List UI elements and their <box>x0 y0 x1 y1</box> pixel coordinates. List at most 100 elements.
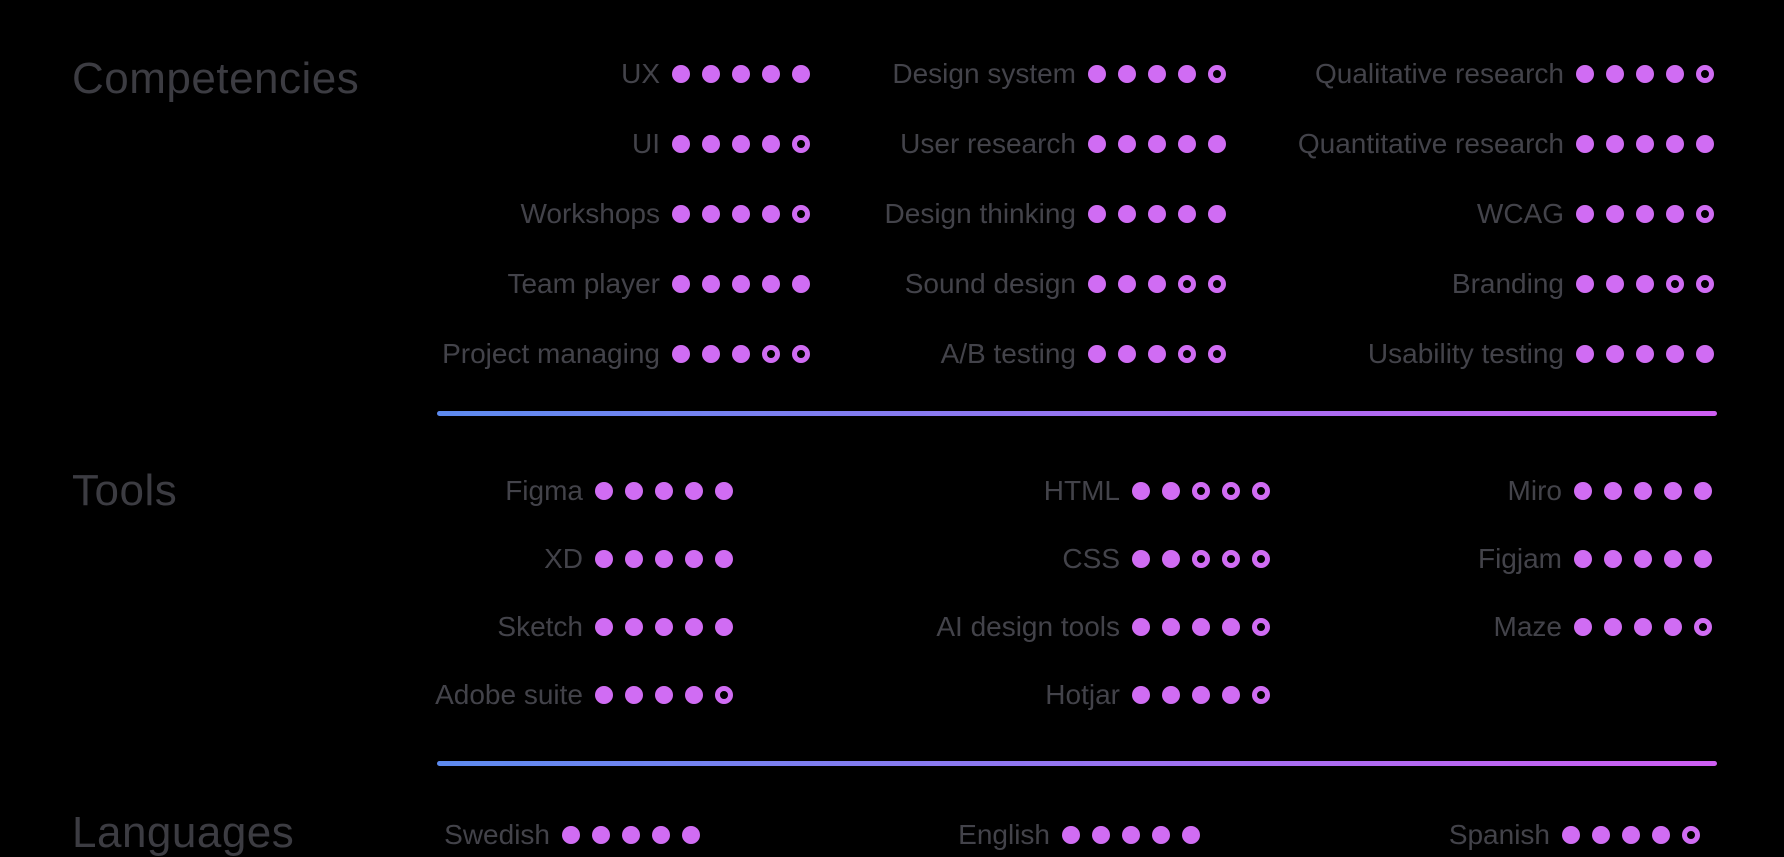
rating-dot-filled-icon <box>1192 686 1210 704</box>
rating-dot-empty-icon <box>1178 345 1196 363</box>
skill-label: A/B testing <box>940 338 1076 369</box>
skill-label: Sound design <box>904 268 1076 299</box>
rating-dot-filled-icon <box>1606 275 1624 293</box>
rating-dot-filled-icon <box>1666 205 1684 223</box>
rating-dot-filled-icon <box>1634 618 1652 636</box>
rating-dot-filled-icon <box>655 550 673 568</box>
rating-dot-filled-icon <box>1152 826 1170 844</box>
skill-rating <box>1576 205 1714 223</box>
rating-dot-filled-icon <box>595 550 613 568</box>
rating-dot-empty-icon <box>1696 205 1714 223</box>
skill-label: User research <box>900 128 1076 159</box>
rating-dot-filled-icon <box>792 65 810 83</box>
skill-label: Swedish <box>444 819 550 850</box>
skill-row: Miro <box>1270 457 1712 525</box>
rating-dot-filled-icon <box>1592 826 1610 844</box>
rating-dot-filled-icon <box>1606 135 1624 153</box>
rating-dot-filled-icon <box>762 65 780 83</box>
skill-label: CSS <box>1062 543 1120 574</box>
rating-dot-filled-icon <box>1062 826 1080 844</box>
skill-label: UI <box>632 128 660 159</box>
rating-dot-filled-icon <box>702 345 720 363</box>
rating-dot-filled-icon <box>762 275 780 293</box>
rating-dot-filled-icon <box>732 205 750 223</box>
rating-dot-filled-icon <box>625 482 643 500</box>
rating-dot-filled-icon <box>655 686 673 704</box>
skill-label: Branding <box>1451 268 1564 299</box>
rating-dot-filled-icon <box>1636 345 1654 363</box>
rating-dot-filled-icon <box>685 550 703 568</box>
skill-label: Team player <box>507 268 660 299</box>
rating-dot-filled-icon <box>1222 618 1240 636</box>
rating-dot-filled-icon <box>702 135 720 153</box>
rating-dot-filled-icon <box>702 65 720 83</box>
skill-row: Team player <box>437 249 810 319</box>
skill-label: Workshops <box>520 198 660 229</box>
rating-dot-filled-icon <box>1132 550 1150 568</box>
rating-dot-filled-icon <box>1664 550 1682 568</box>
section-divider <box>437 761 1717 766</box>
rating-dot-filled-icon <box>1162 550 1180 568</box>
skill-row: Workshops <box>437 179 810 249</box>
rating-dot-filled-icon <box>715 550 733 568</box>
rating-dot-filled-icon <box>762 205 780 223</box>
skill-row: WCAG <box>1226 179 1714 249</box>
rating-dot-filled-icon <box>1606 345 1624 363</box>
rating-dot-filled-icon <box>685 482 703 500</box>
skill-row: English <box>700 801 1200 857</box>
skill-label: HTML <box>1043 475 1120 506</box>
rating-dot-filled-icon <box>702 205 720 223</box>
skill-rating <box>672 275 810 293</box>
rating-dot-filled-icon <box>1666 65 1684 83</box>
rating-dot-empty-icon <box>1178 275 1196 293</box>
rating-dot-filled-icon <box>1178 65 1196 83</box>
rating-dot-filled-icon <box>655 482 673 500</box>
skill-row: XD <box>437 525 733 593</box>
rating-dot-filled-icon <box>592 826 610 844</box>
skill-label: Design thinking <box>884 198 1076 229</box>
rating-dot-empty-icon <box>1682 826 1700 844</box>
section-divider <box>437 411 1717 416</box>
rating-dot-filled-icon <box>1222 686 1240 704</box>
skill-row: UI <box>437 109 810 179</box>
rating-dot-empty-icon <box>762 345 780 363</box>
rating-dot-filled-icon <box>672 65 690 83</box>
rating-dot-filled-icon <box>685 618 703 636</box>
skill-rating <box>1088 65 1226 83</box>
skill-rating <box>1576 135 1714 153</box>
section-title-tools: Tools <box>72 466 178 515</box>
rating-dot-filled-icon <box>685 686 703 704</box>
skill-rating <box>595 550 733 568</box>
rating-dot-filled-icon <box>792 275 810 293</box>
rating-dot-filled-icon <box>652 826 670 844</box>
rating-dot-filled-icon <box>625 686 643 704</box>
rating-dot-filled-icon <box>1208 205 1226 223</box>
rating-dot-filled-icon <box>1634 550 1652 568</box>
rating-dot-filled-icon <box>595 618 613 636</box>
skill-row: AI design tools <box>733 593 1270 661</box>
rating-dot-filled-icon <box>1652 826 1670 844</box>
skill-row: Sketch <box>437 593 733 661</box>
skill-rating <box>1132 550 1270 568</box>
skill-label: UX <box>621 58 660 89</box>
rating-dot-filled-icon <box>1636 205 1654 223</box>
skill-label: Sketch <box>497 611 583 642</box>
rating-dot-filled-icon <box>1574 618 1592 636</box>
skill-rating <box>1088 275 1226 293</box>
rating-dot-filled-icon <box>682 826 700 844</box>
skill-label: Figjam <box>1477 543 1562 574</box>
skill-rating <box>1576 65 1714 83</box>
rating-dot-empty-icon <box>792 205 810 223</box>
rating-dot-empty-icon <box>1696 275 1714 293</box>
skill-rating <box>1562 826 1700 844</box>
rating-dot-filled-icon <box>595 482 613 500</box>
skill-rating <box>1132 482 1270 500</box>
rating-dot-filled-icon <box>715 482 733 500</box>
skill-row: Branding <box>1226 249 1714 319</box>
rating-dot-filled-icon <box>1132 686 1150 704</box>
rating-dot-filled-icon <box>732 345 750 363</box>
skill-rating <box>672 65 810 83</box>
rating-dot-filled-icon <box>702 275 720 293</box>
rating-dot-filled-icon <box>1148 65 1166 83</box>
